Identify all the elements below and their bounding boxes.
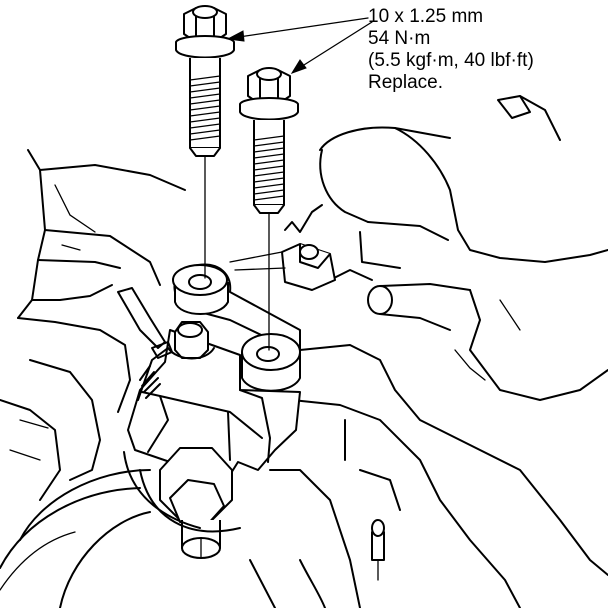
- torque-nm-label: 54 N·m: [368, 28, 431, 49]
- engine-mount-bracket: [117, 263, 301, 559]
- torque-callout: 10 x 1.25 mm 54 N·m (5.5 kgf·m, 40 lbf·f…: [368, 6, 604, 94]
- bolt-right: [239, 67, 299, 351]
- engine-right-outline: [249, 95, 608, 608]
- crank-pulley: [0, 469, 151, 608]
- clip-bracket: [229, 204, 336, 291]
- replace-note: Replace.: [368, 72, 443, 93]
- engine-block-outline: [0, 149, 186, 501]
- callout-leaders: [226, 17, 373, 74]
- torque-alt-units-label: (5.5 kgf·m, 40 lbf·ft): [368, 50, 534, 71]
- bolt-left: [175, 5, 235, 279]
- bolt-size-label: 10 x 1.25 mm: [368, 6, 484, 27]
